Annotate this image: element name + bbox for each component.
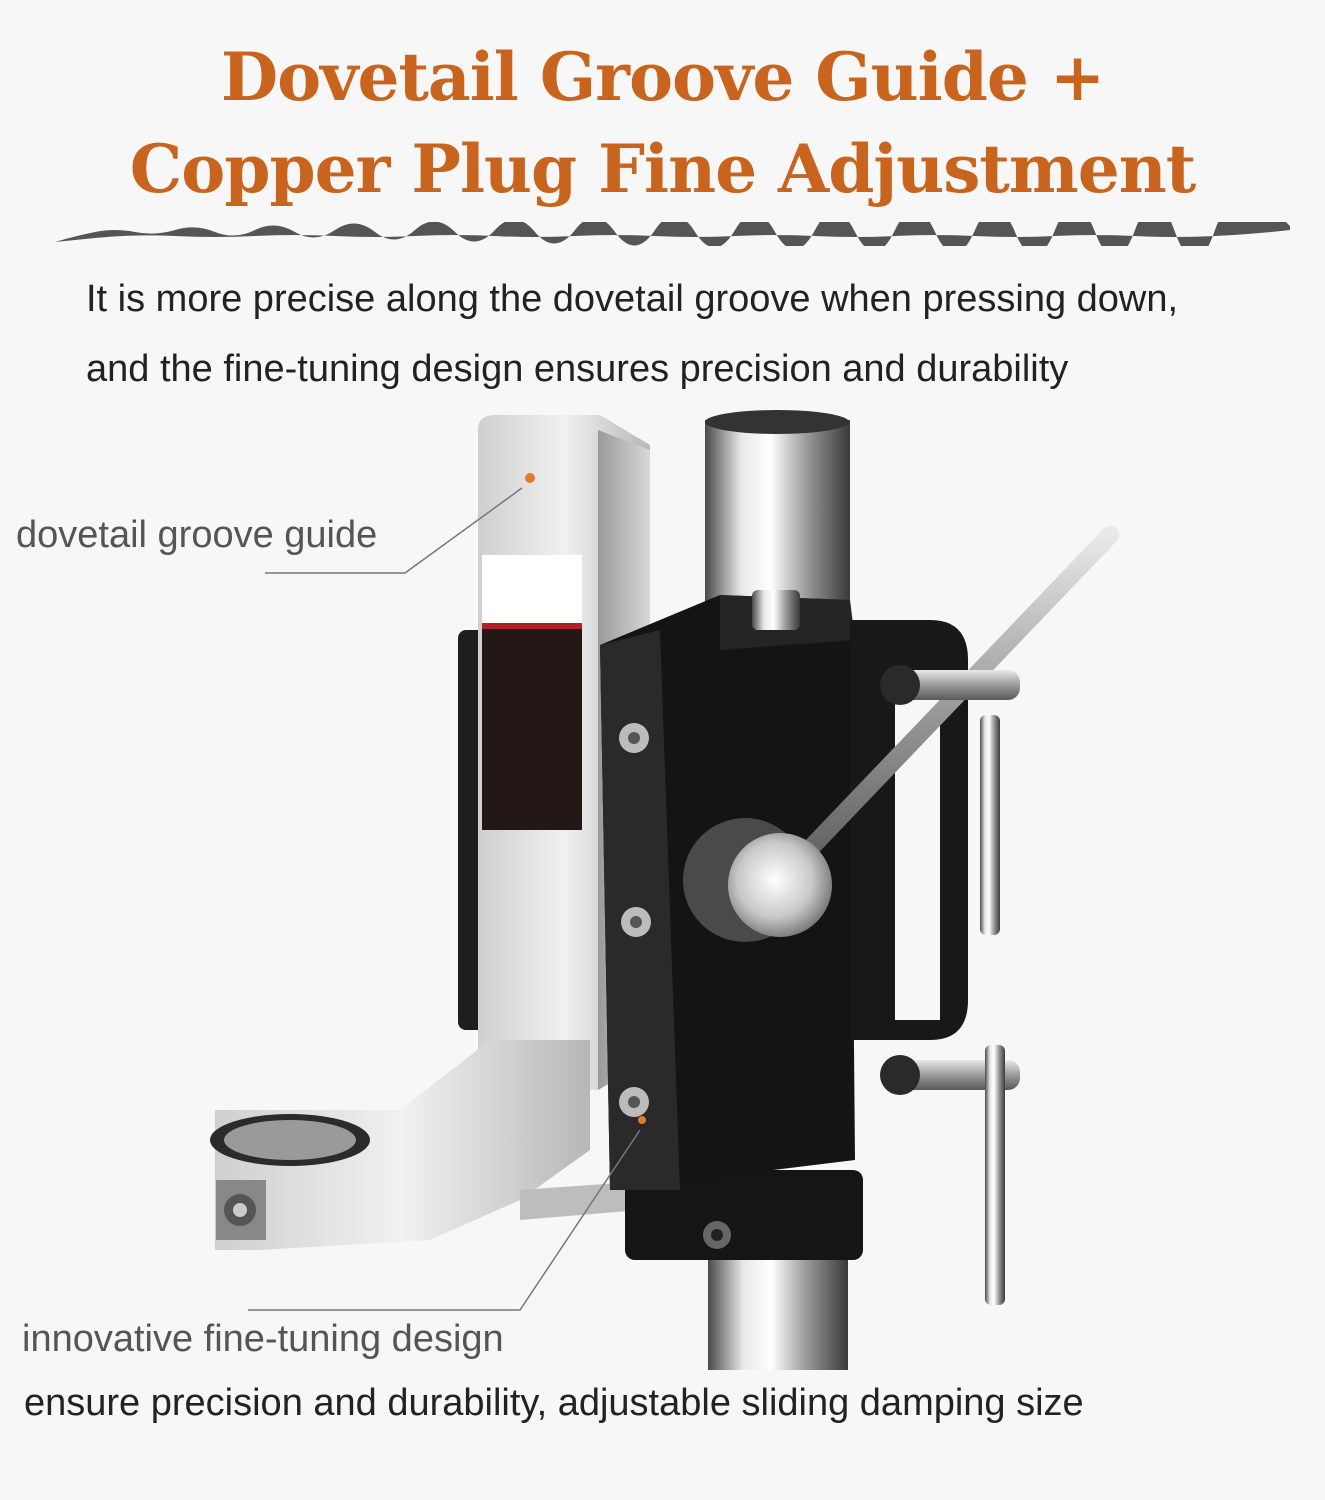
callout-dovetail-groove-guide: dovetail groove guide	[16, 514, 378, 556]
callout-fine-tuning-design: innovative fine-tuning design	[22, 1318, 504, 1360]
description-line1: It is more precise along the dovetail gr…	[86, 278, 1179, 320]
dovetail-marker	[525, 473, 535, 483]
finetuning-marker	[638, 1116, 646, 1124]
screw-top	[619, 723, 649, 753]
wave-divider	[55, 222, 1290, 246]
callout-fine-tuning-note: ensure precision and durability, adjusta…	[24, 1382, 1084, 1424]
description-line2: and the fine-tuning design ensures preci…	[86, 348, 1069, 390]
column-top	[705, 420, 850, 620]
screw-middle	[621, 907, 651, 937]
screw-bottom	[619, 1087, 649, 1117]
page-title-line1: Dovetail Groove Guide +	[220, 38, 1105, 116]
page-title-line2: Copper Plug Fine Adjustment	[129, 130, 1196, 208]
column-bottom	[708, 1240, 848, 1370]
